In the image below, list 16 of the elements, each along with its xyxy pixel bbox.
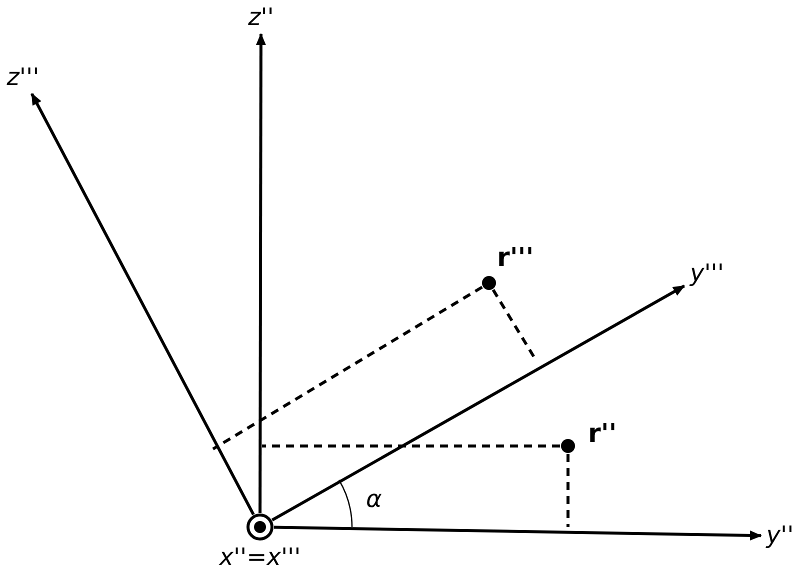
axis-arrow — [256, 33, 266, 513]
axis-arrow — [274, 526, 762, 540]
point-label: r'' — [588, 420, 617, 448]
axis-arrow — [271, 284, 686, 522]
axis-label: z''' — [2, 62, 44, 92]
point-label: r''' — [497, 244, 534, 272]
axis-label: z'' — [243, 2, 279, 32]
projection-line — [212, 286, 483, 450]
axis-label: y'' — [763, 520, 797, 552]
projection-line — [566, 454, 570, 527]
axis-label: y''' — [686, 258, 728, 288]
axis-label: x''=x''' — [218, 542, 302, 572]
angle-label: α — [366, 484, 382, 514]
projection-line — [492, 289, 536, 358]
axis-arrow — [30, 92, 255, 516]
projection-line — [262, 444, 560, 448]
